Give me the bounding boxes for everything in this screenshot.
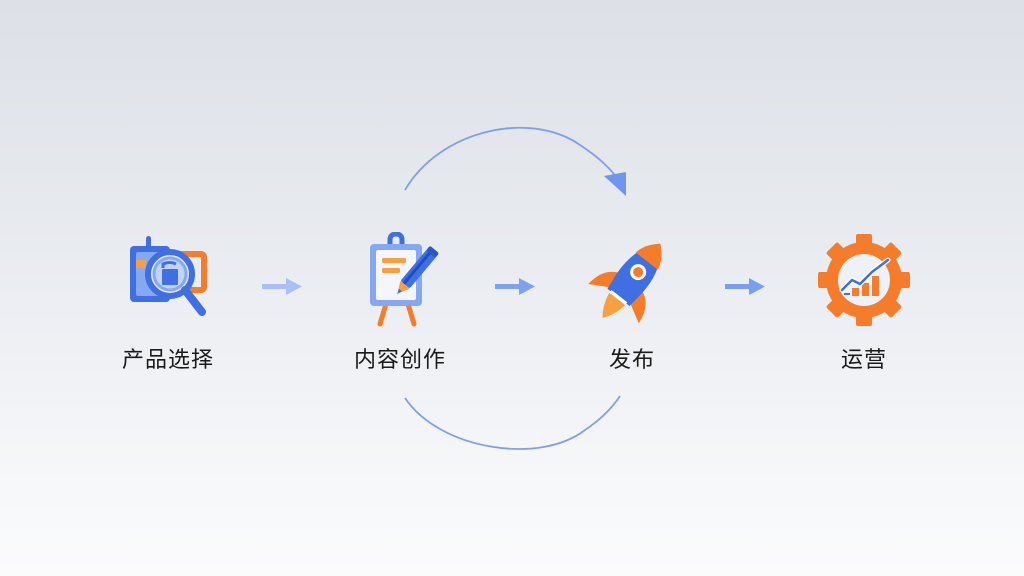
step-content-creation: 内容创作 — [320, 232, 480, 374]
product-search-icon — [130, 236, 207, 316]
step-product-selection: 产品选择 — [88, 232, 248, 374]
cycle-arc-bottom — [404, 395, 621, 450]
cycle-arc-top — [404, 126, 621, 191]
step-label: 产品选择 — [121, 348, 214, 373]
rocket-icon — [588, 243, 662, 324]
easel-pencil-icon — [370, 232, 439, 327]
arrow-right-icon — [262, 278, 302, 295]
step-label: 内容创作 — [353, 348, 446, 373]
step-label: 运营 — [840, 348, 887, 373]
cycle-arrowhead-icon — [604, 172, 626, 196]
step-publish: 发布 — [552, 232, 712, 374]
gear-chart-icon — [818, 234, 910, 326]
arrow-right-icon — [495, 278, 535, 295]
arrow-right-icon — [725, 278, 765, 295]
step-operations: 运营 — [784, 232, 944, 374]
step-label: 发布 — [608, 348, 655, 373]
